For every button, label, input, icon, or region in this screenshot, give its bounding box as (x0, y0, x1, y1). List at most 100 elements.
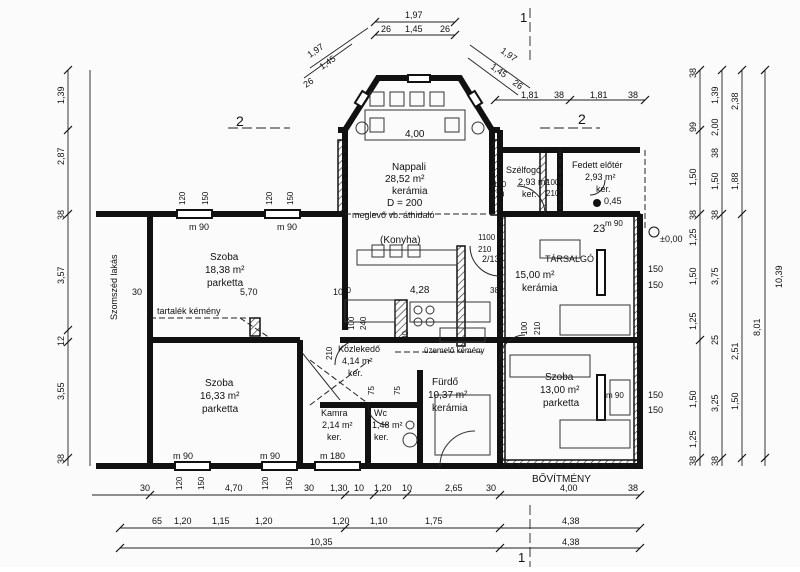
room-area-fedett: 2,93 m² (585, 172, 616, 182)
right-c2-4: 38 (710, 210, 720, 220)
room-floor-szoba3: parketta (543, 398, 580, 409)
door-mark-k: 210 (533, 321, 542, 335)
dim-428: 4,28 (410, 285, 430, 296)
door-mark-c: 100 (546, 178, 560, 187)
bottom-r2-6: 1,75 (425, 516, 443, 526)
bottom-r1-7: 2,65 (445, 483, 463, 493)
top-dim-a3: 1,45 (405, 24, 423, 34)
room-area-wc: 1,48 m² (372, 420, 403, 430)
right-c1-5: 1,50 (688, 267, 698, 285)
note-meglevo: meglevő vb. áthidaló (352, 210, 435, 220)
note-szomszed: Szomszéd lakás (109, 254, 119, 320)
section-mark-top: 1 (520, 10, 527, 25)
room-extra-nappali: D = 200 (387, 198, 423, 209)
room-floor-wc: ker. (374, 432, 389, 442)
dim-045: 0,45 (604, 196, 622, 206)
bottom-r1-3: 1,30 (330, 483, 348, 493)
note-uzemelo: üzemelő kémény (424, 346, 484, 355)
win-size-j: 150 (648, 280, 663, 290)
top-dim-d2: 38 (554, 90, 564, 100)
room-area-kamra: 2,14 m² (322, 420, 353, 430)
top-dimension-labels: 1,97 26 1,45 26 1,97 1,45 26 1,97 1,45 2… (301, 10, 638, 100)
top-dim-d4: 38 (628, 90, 638, 100)
bottom-r3-0: 10,35 (310, 537, 333, 547)
code-23: 23 (593, 223, 605, 235)
room-floor-tarsalgo: kerámia (522, 283, 558, 294)
section-lines (228, 8, 660, 567)
room-name-fedett: Fedett előtér (572, 160, 623, 170)
bottom-r2-2: 1,15 (212, 516, 230, 526)
dim-570: 5,70 (240, 287, 258, 297)
furniture (344, 91, 631, 467)
room-name-furdo: Fürdő (432, 377, 459, 388)
win-size-a: 120 (178, 191, 187, 205)
right-c1-8: 1,25 (688, 430, 698, 448)
bottom-r2-4: 1,20 (332, 516, 350, 526)
room-name-szoba2: Szoba (205, 378, 234, 389)
right-c1-0: 38 (688, 68, 698, 78)
room-area-kozlekedo: 4,14 m² (342, 356, 373, 366)
window-mark-2: m 90 (277, 222, 297, 232)
right-c1-4: 1,25 (688, 228, 698, 246)
bottom-r1-9: 4,00 (560, 483, 578, 493)
right-c3-4: 1,50 (730, 392, 740, 410)
right-c4-0: 10,39 (774, 265, 784, 288)
door-mark-j: 100 (520, 321, 529, 335)
right-c3-1: 1,88 (730, 172, 740, 190)
right-c1-9: 38 (688, 456, 698, 466)
top-dim-b1: 1,97 (305, 41, 325, 59)
bottom-r3-1: 4,38 (562, 537, 580, 547)
bottom-r2-3: 1,20 (255, 516, 273, 526)
room-name-tarsalgo: TÁRSALGÓ (545, 254, 594, 264)
room-area-szoba2: 16,33 m² (200, 391, 240, 402)
room-floor-szeleto: ker. (522, 189, 537, 199)
left-dim-0: 1,39 (56, 86, 66, 104)
door-mark-d: 210 (546, 189, 560, 198)
top-dim-a4: 26 (440, 24, 450, 34)
hatched-walls (249, 139, 641, 467)
right-c3-0: 2,38 (730, 92, 740, 110)
bottom-r2-5: 1,10 (370, 516, 388, 526)
room-floor-szoba1: parketta (207, 278, 244, 289)
left-dim-6: 38 (56, 454, 66, 464)
doors (299, 179, 606, 426)
bottom-r1-4: 10 (354, 483, 364, 493)
window-mark-7: m 90 (606, 391, 624, 400)
room-floor-kamra: ker. (327, 432, 342, 442)
top-dim-a1: 1,97 (405, 10, 423, 20)
left-dim-3: 3,57 (56, 266, 66, 284)
right-c1-7: 1,50 (688, 390, 698, 408)
left-dim-1: 2,87 (56, 147, 66, 165)
right-c3-2: 2,51 (730, 342, 740, 360)
bottom-r2-0: 65 (152, 516, 162, 526)
door-mark-n: 80 (401, 331, 410, 340)
right-c2-5: 3,75 (710, 267, 720, 285)
window-mark-1: m 90 (189, 222, 209, 232)
right-c2-1: 2,00 (710, 118, 720, 136)
win-size-h: 150 (285, 476, 294, 490)
top-dim-b3: 26 (301, 76, 315, 90)
door-mark-g: 100 (347, 316, 356, 330)
door-mark-i: 210 (325, 346, 334, 360)
room-name-wc: Wc (374, 408, 387, 418)
door-mark-h: 240 (359, 316, 368, 330)
dim-400: 4,00 (405, 129, 425, 140)
dashed-lines (150, 150, 646, 406)
window-mark-6: m 90 (605, 219, 623, 228)
right-c2-0: 1,39 (710, 86, 720, 104)
bottom-r1-1: 4,70 (225, 483, 243, 493)
left-dim-4: 12 (56, 336, 66, 346)
dim-10-left: 10 (333, 287, 343, 297)
bottom-r1-2: 30 (304, 483, 314, 493)
dim-30-left: 30 (132, 287, 142, 297)
bottom-r2-1: 1,20 (174, 516, 192, 526)
window-mark-5: m 180 (320, 451, 345, 461)
right-c2-8: 38 (710, 456, 720, 466)
win-size-i: 150 (648, 264, 663, 274)
note-bovitmeny: BŐVÍTMÉNY (532, 471, 591, 485)
right-c2-7: 3,25 (710, 394, 720, 412)
top-dim-d3: 1,81 (590, 90, 608, 100)
window-mark-3: m 90 (173, 451, 193, 461)
